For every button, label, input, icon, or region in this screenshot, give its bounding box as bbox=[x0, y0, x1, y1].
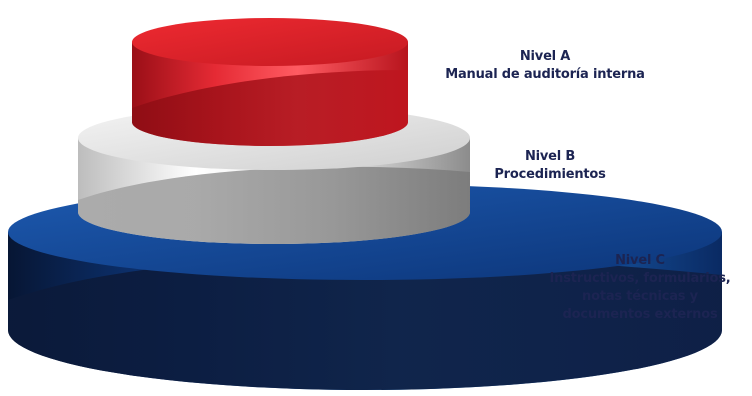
tier-b-label: Nivel B Procedimientos bbox=[480, 148, 620, 184]
tier-a-description: Manual de auditoría interna bbox=[445, 67, 645, 82]
tier-c-cylinder bbox=[8, 184, 722, 390]
tier-c-description-line-2: notas técnicas y bbox=[582, 289, 698, 304]
tier-b-shadow-swoosh bbox=[78, 166, 470, 244]
tier-a-cylinder bbox=[132, 18, 408, 146]
tier-c-label: Nivel C Instructivos, formularios, notas… bbox=[535, 252, 745, 324]
tier-a-highlight-swoosh bbox=[132, 70, 408, 146]
tier-a-level: Nivel A bbox=[519, 49, 571, 64]
tier-b-level: Nivel B bbox=[524, 149, 576, 164]
tier-c-level: Nivel C bbox=[615, 253, 665, 268]
tier-a-top bbox=[132, 18, 408, 66]
tier-b-description: Procedimientos bbox=[494, 167, 606, 182]
tier-c-description-line-1: Instructivos, formularios, bbox=[549, 271, 731, 286]
tier-c-description-line-3: documentos externos bbox=[562, 307, 718, 322]
tier-a-label: Nivel A Manual de auditoría interna bbox=[420, 48, 670, 84]
tier-c-shadow-swoosh bbox=[8, 256, 722, 390]
